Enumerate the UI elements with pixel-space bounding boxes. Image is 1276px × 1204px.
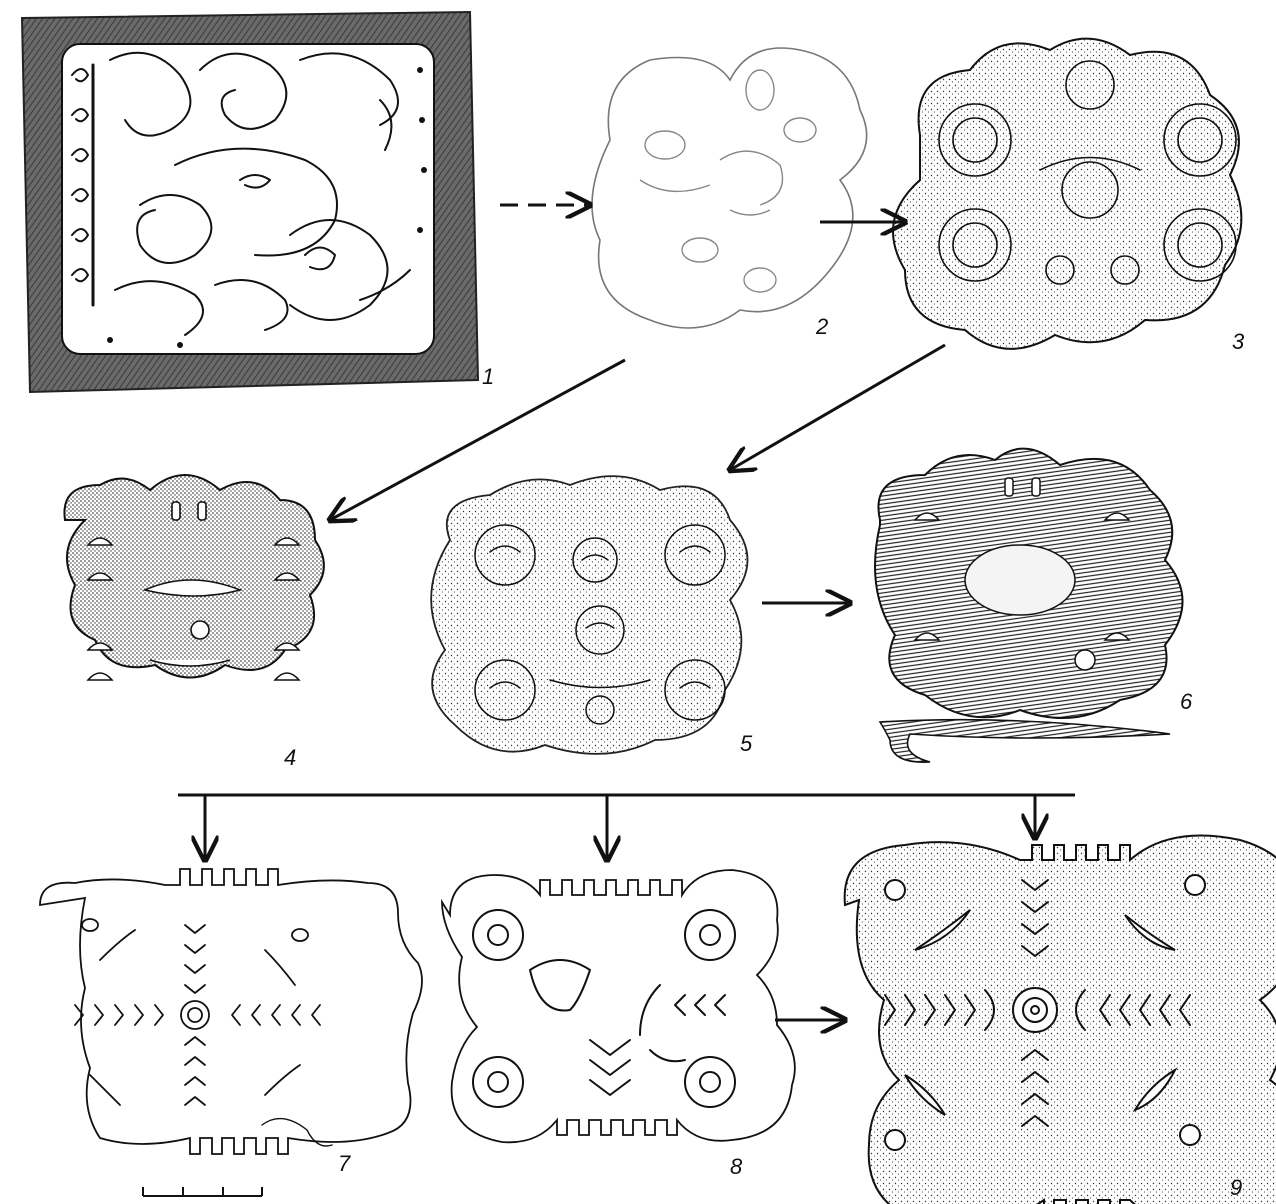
figure-1-plaque (22, 12, 478, 392)
figure-3-plaque (893, 39, 1241, 349)
figure-label-9: 9 (1230, 1175, 1242, 1200)
scale-bar (143, 1187, 262, 1196)
figure-label-3: 3 (1232, 329, 1245, 354)
figure-8-plaque (442, 870, 795, 1142)
figure-2-plaque (592, 48, 867, 328)
figure-label-4: 4 (284, 745, 296, 770)
figure-label-1: 1 (482, 364, 494, 389)
figure-label-7: 7 (338, 1151, 351, 1176)
figure-5-plaque (431, 476, 747, 754)
figure-label-8: 8 (730, 1154, 743, 1179)
figure-7-plaque (40, 869, 422, 1154)
figure-6-plaque (875, 449, 1183, 763)
figure-label-6: 6 (1180, 689, 1193, 714)
arrow-3-to-5 (730, 345, 945, 470)
figure-label-5: 5 (740, 731, 753, 756)
figure-9-plaque (845, 836, 1276, 1204)
figure-label-2: 2 (815, 314, 828, 339)
figure-4-plaque (64, 475, 323, 680)
